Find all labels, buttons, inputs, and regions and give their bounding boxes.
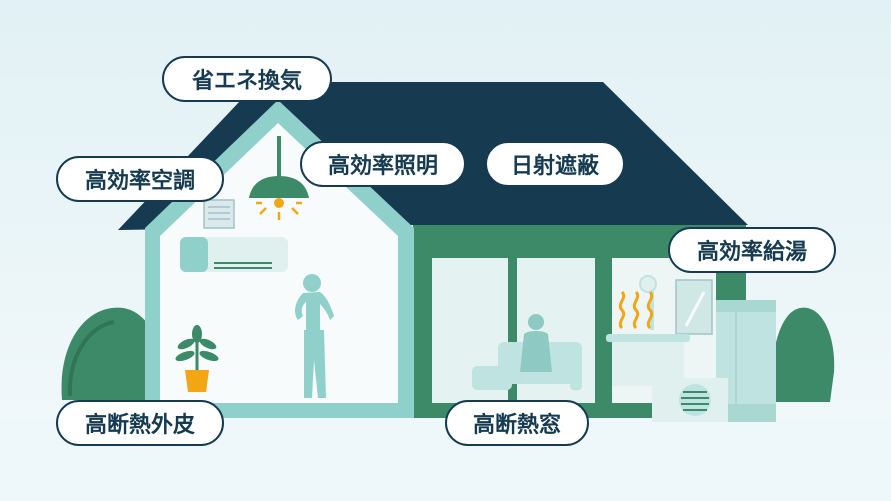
water-heating-label: 高効率給湯 bbox=[668, 227, 836, 273]
lighting-label: 高効率照明 bbox=[300, 141, 466, 187]
bathtub-icon bbox=[606, 334, 690, 386]
bush-icon bbox=[770, 307, 835, 402]
air-conditioning-label: 高効率空調 bbox=[56, 156, 224, 202]
outdoor-unit-icon bbox=[652, 378, 728, 422]
steam-icon bbox=[618, 290, 654, 330]
wall-insulation-label: 高断熱外皮 bbox=[56, 400, 224, 446]
water-heater-icon bbox=[716, 300, 776, 422]
lamp-icon bbox=[249, 136, 309, 220]
shading-label: 日射遮蔽 bbox=[485, 141, 625, 187]
shower-icon bbox=[639, 275, 713, 335]
potted-plant-icon bbox=[175, 325, 219, 392]
seated-person-icon bbox=[520, 314, 552, 372]
bush-icon bbox=[61, 307, 160, 400]
ventilation-label: 省エネ換気 bbox=[162, 56, 332, 102]
window-insulation-label: 高断熱窓 bbox=[445, 400, 589, 446]
ventilation-icon bbox=[203, 199, 235, 229]
person-icon bbox=[295, 274, 334, 398]
air-conditioner-icon bbox=[180, 237, 288, 272]
